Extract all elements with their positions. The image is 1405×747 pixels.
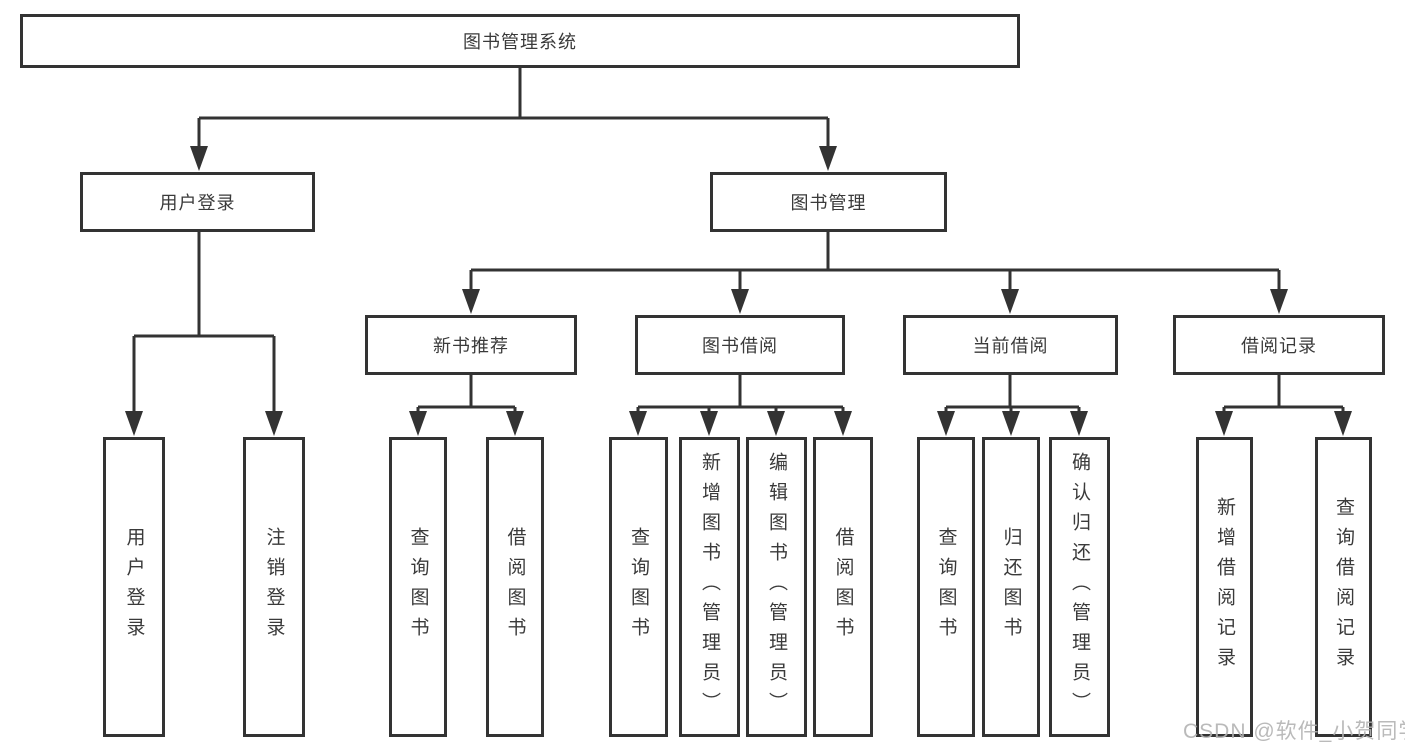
- leaf-edit-books-admin: 编辑图书（管理员）: [746, 437, 807, 737]
- leaf-logout: 注销登录: [243, 437, 305, 737]
- csdn-watermark: CSDN @软件_小贺同学: [1183, 720, 1405, 743]
- leaf-label: 注销登录: [263, 527, 285, 647]
- leaf-label: 新增图书（管理员）: [699, 452, 720, 722]
- leaf-borrow-books: 借阅图书: [813, 437, 873, 737]
- arrow-down-icon: [1334, 411, 1352, 436]
- connector-book-management-group: [462, 232, 1288, 314]
- leaf-user-login: 用户登录: [103, 437, 165, 737]
- node-label: 用户登录: [159, 193, 236, 213]
- node-label: 图书管理系统: [463, 32, 577, 52]
- arrow-down-icon: [819, 146, 837, 171]
- arrow-down-icon: [506, 411, 524, 436]
- leaf-query-books-borrow: 查询图书: [609, 437, 668, 737]
- node-book-management: 图书管理: [710, 172, 947, 232]
- leaf-label: 新增借阅记录: [1214, 497, 1235, 677]
- node-borrow-records: 借阅记录: [1173, 315, 1385, 375]
- leaf-query-books-current: 查询图书: [917, 437, 975, 737]
- arrow-down-icon: [265, 411, 283, 436]
- leaf-label: 借阅图书: [832, 527, 854, 647]
- leaf-query-books-recommend: 查询图书: [389, 437, 447, 737]
- leaf-add-borrow-record: 新增借阅记录: [1196, 437, 1253, 737]
- node-current-borrow: 当前借阅: [903, 315, 1118, 375]
- arrow-down-icon: [767, 411, 785, 436]
- arrow-down-icon: [1001, 289, 1019, 314]
- node-library-system-root: 图书管理系统: [20, 14, 1020, 68]
- arrow-down-icon: [629, 411, 647, 436]
- connector-root-to-level2: [190, 67, 837, 171]
- arrow-down-icon: [190, 146, 208, 171]
- leaf-label: 查询图书: [628, 527, 649, 647]
- arrow-down-icon: [462, 289, 480, 314]
- leaf-label: 查询图书: [935, 527, 957, 647]
- leaf-borrow-books-recommend: 借阅图书: [486, 437, 544, 737]
- arrow-down-icon: [834, 411, 852, 436]
- node-new-book-recommend: 新书推荐: [365, 315, 577, 375]
- node-label: 借阅记录: [1241, 336, 1317, 356]
- leaf-label: 用户登录: [123, 527, 145, 647]
- leaf-query-borrow-record: 查询借阅记录: [1315, 437, 1372, 737]
- leaf-label: 确认归还（管理员）: [1069, 452, 1090, 722]
- arrow-down-icon: [1002, 411, 1020, 436]
- connector-user-login-group: [125, 232, 283, 436]
- arrow-down-icon: [937, 411, 955, 436]
- connector-current-borrow-group: [937, 375, 1088, 436]
- arrow-down-icon: [1270, 289, 1288, 314]
- leaf-add-books-admin: 新增图书（管理员）: [679, 437, 740, 737]
- arrow-down-icon: [1070, 411, 1088, 436]
- arrow-down-icon: [125, 411, 143, 436]
- node-user-login: 用户登录: [80, 172, 315, 232]
- leaf-label: 归还图书: [1000, 527, 1022, 647]
- connector-book-borrow-group: [629, 375, 852, 436]
- connector-new-book-recommend-group: [409, 375, 524, 436]
- leaf-confirm-return-admin: 确认归还（管理员）: [1049, 437, 1110, 737]
- arrow-down-icon: [409, 411, 427, 436]
- node-label: 当前借阅: [972, 336, 1049, 356]
- arrow-down-icon: [700, 411, 718, 436]
- node-book-borrow: 图书借阅: [635, 315, 845, 375]
- leaf-label: 查询图书: [407, 527, 429, 647]
- leaf-label: 编辑图书（管理员）: [766, 452, 787, 722]
- node-label: 新书推荐: [433, 336, 509, 356]
- leaf-return-books: 归还图书: [982, 437, 1040, 737]
- connector-borrow-records-group: [1215, 375, 1352, 436]
- leaf-label: 借阅图书: [504, 527, 526, 647]
- arrow-down-icon: [1215, 411, 1233, 436]
- node-label: 图书管理: [790, 193, 867, 213]
- leaf-label: 查询借阅记录: [1333, 497, 1354, 677]
- arrow-down-icon: [731, 289, 749, 314]
- node-label: 图书借阅: [702, 336, 778, 356]
